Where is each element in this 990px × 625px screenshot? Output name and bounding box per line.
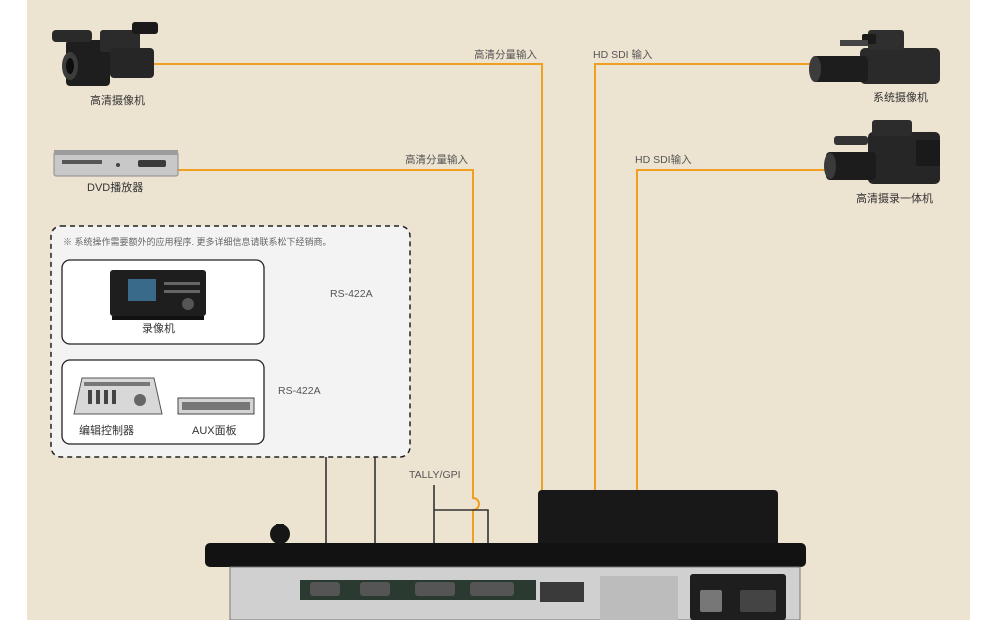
label-integrated-camcorder: 高清摄录一体机: [856, 191, 933, 205]
dvd-player-icon: [53, 150, 179, 177]
system-note: ※ 系统操作需要额外的应用程序. 更多详细信息请联系松下经销商。: [63, 236, 332, 247]
system-camera-icon: [809, 30, 940, 84]
label-rs422a-2: RS-422A: [278, 385, 321, 397]
aux-panel-icon: [177, 397, 255, 415]
label-vtr: 录像机: [142, 321, 175, 335]
label-system-camera: 系统摄像机: [873, 90, 928, 104]
label-tally-gpi: TALLY/GPI: [409, 469, 461, 481]
label-component-in-2: 高清分量输入: [405, 153, 468, 166]
label-aux-panel: AUX面板: [192, 423, 237, 437]
switcher-ports: [310, 582, 514, 596]
label-edit-controller: 编辑控制器: [79, 423, 134, 437]
label-dvd-player: DVD播放器: [87, 180, 143, 194]
integrated-camcorder-icon: [824, 120, 940, 184]
switcher-unit: [205, 490, 806, 621]
label-component-in-1: 高清分量输入: [474, 48, 537, 61]
label-hdsdi-in-2: HD SDI输入: [635, 153, 692, 166]
hd-camcorder-icon: [52, 22, 158, 86]
label-rs422a-1: RS-422A: [330, 288, 373, 300]
edit-controller-icon: [73, 377, 163, 415]
vtr-icon: [110, 270, 206, 320]
label-hdsdi-in-1: HD SDI 输入: [593, 48, 653, 61]
label-hd-camcorder: 高清摄像机: [90, 93, 145, 107]
